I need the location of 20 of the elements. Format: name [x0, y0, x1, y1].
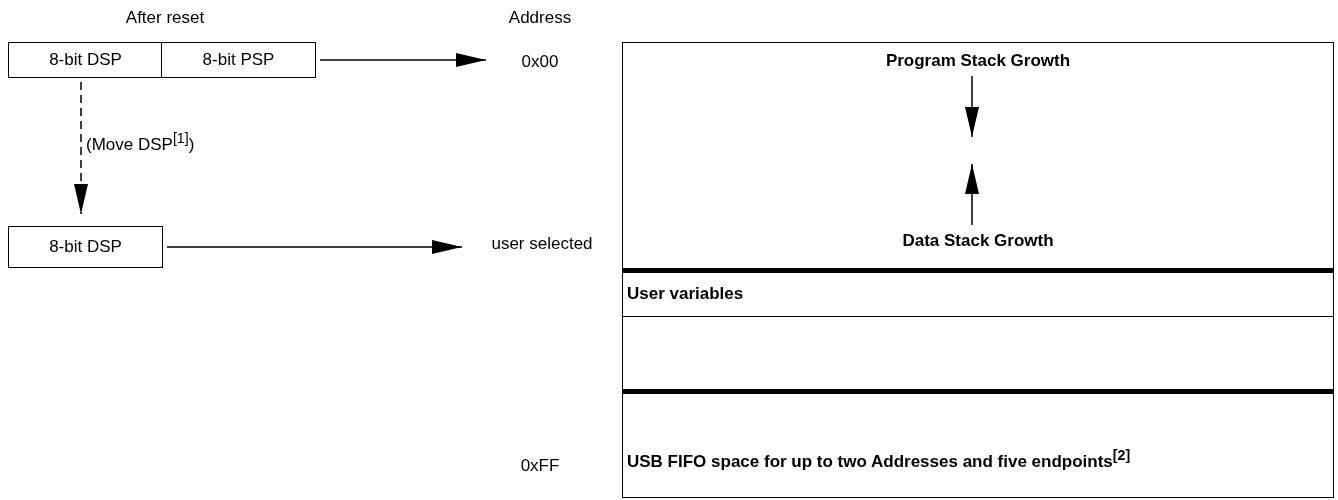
memory-region	[622, 42, 1334, 273]
arrow	[74, 81, 88, 215]
text-label: 0xFF	[520, 456, 560, 476]
edge-label: (Move DSP$^{[1]}$)	[86, 130, 195, 155]
region-label: USB FIFO space for up to two Addresses and five endpoints$^{[2]}$	[627, 447, 1131, 472]
region-label: Program Stack Growth	[885, 51, 1071, 71]
memory-region	[622, 273, 1334, 317]
address-label: user selected	[466, 230, 618, 258]
register-cell: 8-bit DSP	[8, 226, 163, 268]
memory-region	[622, 394, 1334, 498]
region-label: Data Stack Growth	[902, 231, 1054, 251]
register-cell: 8-bit DSP	[8, 42, 163, 78]
text-label: Address	[508, 8, 572, 28]
register-cell: 8-bit PSP	[161, 42, 316, 78]
arrow	[166, 240, 463, 254]
arrow	[319, 53, 487, 67]
address-label: 0x00	[490, 48, 590, 76]
memory-region	[622, 317, 1334, 394]
text-label: After reset	[125, 8, 205, 28]
region-label: User variables	[627, 284, 744, 304]
